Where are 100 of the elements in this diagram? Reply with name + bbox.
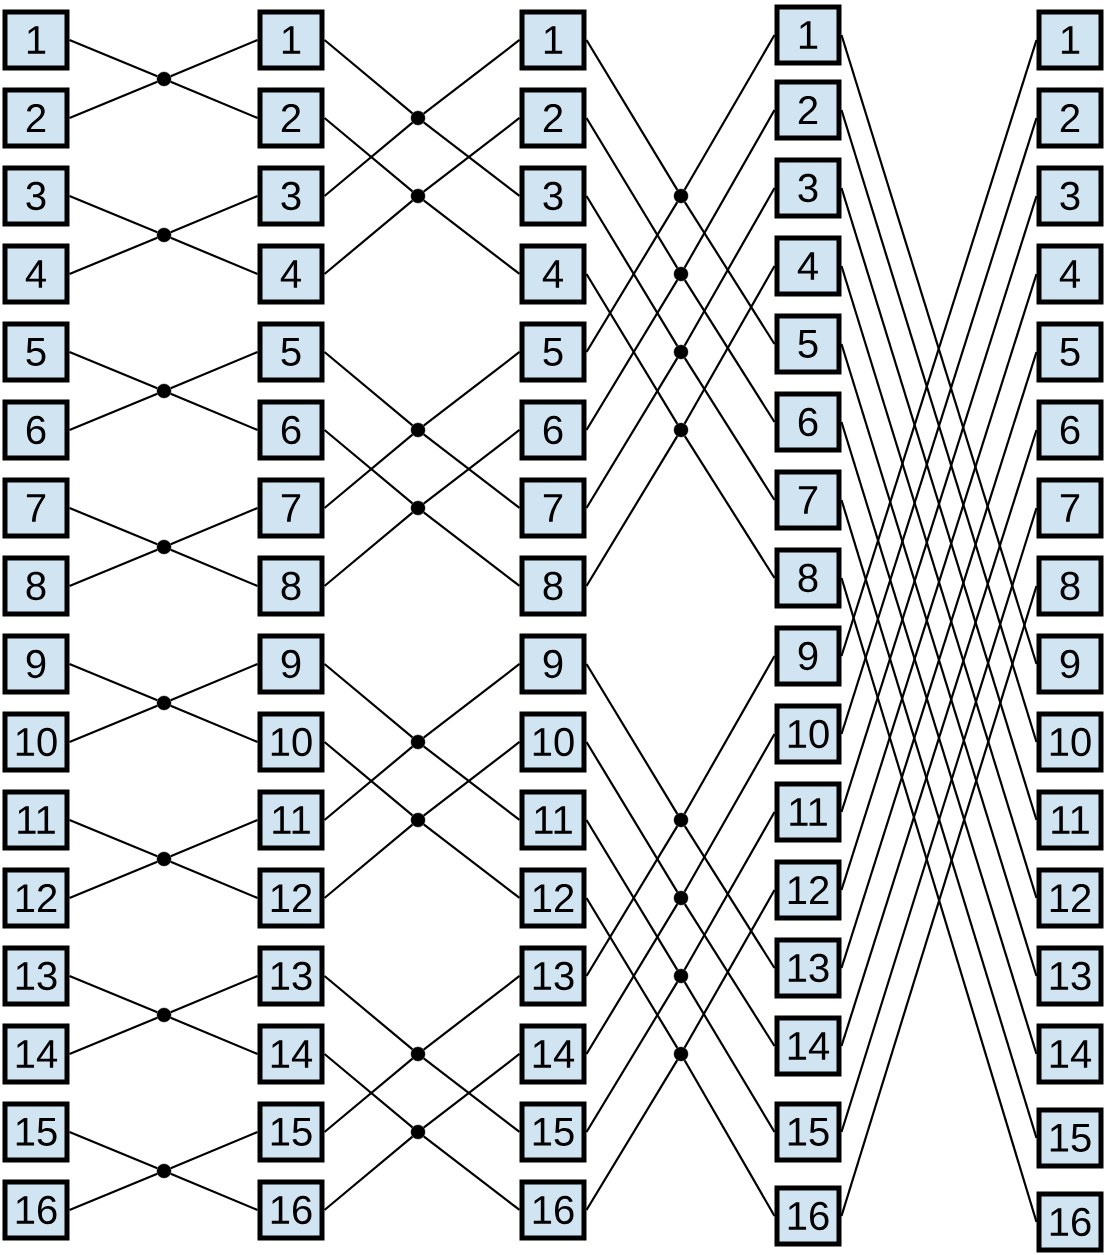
connector-line xyxy=(683,1059,776,1217)
junction-dot xyxy=(410,110,426,126)
number-box: 3 xyxy=(519,165,587,227)
number-box: 7 xyxy=(519,477,587,539)
junction-dot xyxy=(156,71,172,87)
number-box: 11 xyxy=(774,781,842,843)
connector-line xyxy=(170,704,258,743)
connector-line xyxy=(170,236,258,275)
connector-line xyxy=(69,704,158,743)
connector-line xyxy=(585,663,679,815)
number-box: 13 xyxy=(1036,945,1104,1007)
number-box: 7 xyxy=(2,477,70,539)
number-box: 16 xyxy=(774,1185,842,1247)
connector-line xyxy=(170,392,258,431)
junction-dot xyxy=(673,344,689,360)
number-box: 1 xyxy=(519,9,587,71)
number-box: 3 xyxy=(2,165,70,227)
connector-line xyxy=(423,823,521,899)
connector-line xyxy=(323,975,414,1051)
number-box: 7 xyxy=(1036,477,1104,539)
connector-line xyxy=(69,1016,158,1055)
number-box: 10 xyxy=(257,711,325,773)
connector-line xyxy=(323,663,414,739)
number-box: 14 xyxy=(2,1023,70,1085)
connector-line xyxy=(69,38,158,78)
number-box: 1 xyxy=(257,9,325,71)
junction-dot xyxy=(156,851,172,867)
connector-line xyxy=(585,357,679,509)
number-box: 7 xyxy=(257,477,325,539)
connector-line xyxy=(683,357,776,501)
junction-dot xyxy=(673,812,689,828)
connector-line xyxy=(69,506,158,546)
number-box: 15 xyxy=(519,1101,587,1163)
number-box: 12 xyxy=(519,867,587,929)
connector-line xyxy=(69,80,158,119)
junction-dot xyxy=(156,383,172,399)
junction-dot xyxy=(156,1163,172,1179)
number-box: 14 xyxy=(774,1015,842,1077)
connector-line xyxy=(170,38,258,78)
number-box: 16 xyxy=(519,1179,587,1241)
connector-line xyxy=(69,236,158,275)
number-box: 2 xyxy=(774,79,842,141)
connector-line xyxy=(323,1135,414,1211)
number-box: 2 xyxy=(257,87,325,149)
connector-line xyxy=(585,39,679,191)
connector-line xyxy=(69,548,158,587)
connector-line xyxy=(69,194,158,234)
number-box: 13 xyxy=(774,937,842,999)
junction-dot xyxy=(156,227,172,243)
number-box: 3 xyxy=(257,165,325,227)
number-box: 4 xyxy=(519,243,587,305)
connector-line xyxy=(323,511,414,587)
connector-line xyxy=(423,199,521,275)
number-box: 13 xyxy=(2,945,70,1007)
connector-line xyxy=(323,39,414,115)
number-box: 5 xyxy=(774,313,842,375)
connector-line xyxy=(423,975,521,1051)
connector-line xyxy=(323,823,414,899)
number-box: 6 xyxy=(519,399,587,461)
junction-dot xyxy=(673,968,689,984)
number-box: 4 xyxy=(2,243,70,305)
number-box: 12 xyxy=(1036,867,1104,929)
connector-line xyxy=(423,351,521,427)
connector-line xyxy=(170,1130,258,1170)
number-box: 3 xyxy=(1036,165,1104,227)
number-box: 8 xyxy=(774,547,842,609)
number-box: 16 xyxy=(257,1179,325,1241)
connector-line xyxy=(585,1059,679,1211)
connector-line xyxy=(585,981,679,1133)
number-box: 11 xyxy=(519,789,587,851)
connector-line xyxy=(69,974,158,1014)
connector-line xyxy=(69,392,158,431)
junction-dot xyxy=(673,188,689,204)
number-box: 10 xyxy=(2,711,70,773)
connector-line xyxy=(170,1016,258,1055)
junction-dot xyxy=(673,422,689,438)
number-box: 12 xyxy=(2,867,70,929)
connector-line xyxy=(683,34,776,191)
connector-line xyxy=(423,1135,521,1211)
connector-line xyxy=(170,860,258,899)
junction-dot xyxy=(410,734,426,750)
number-box: 2 xyxy=(2,87,70,149)
junction-dot xyxy=(410,422,426,438)
number-box: 1 xyxy=(1036,9,1104,71)
number-box: 4 xyxy=(257,243,325,305)
junction-dot xyxy=(410,188,426,204)
number-box: 15 xyxy=(1036,1107,1104,1169)
connector-line xyxy=(683,435,776,579)
connector-line xyxy=(423,511,521,587)
connector-line xyxy=(69,860,158,899)
number-box: 2 xyxy=(1036,87,1104,149)
number-box: 14 xyxy=(1036,1023,1104,1085)
number-box: 8 xyxy=(1036,555,1104,617)
junction-dot xyxy=(410,500,426,516)
number-box: 16 xyxy=(2,1179,70,1241)
connector-line xyxy=(69,1130,158,1170)
connector-line xyxy=(170,974,258,1014)
number-box: 10 xyxy=(774,703,842,765)
number-box: 9 xyxy=(519,633,587,695)
connector-line xyxy=(683,655,776,815)
